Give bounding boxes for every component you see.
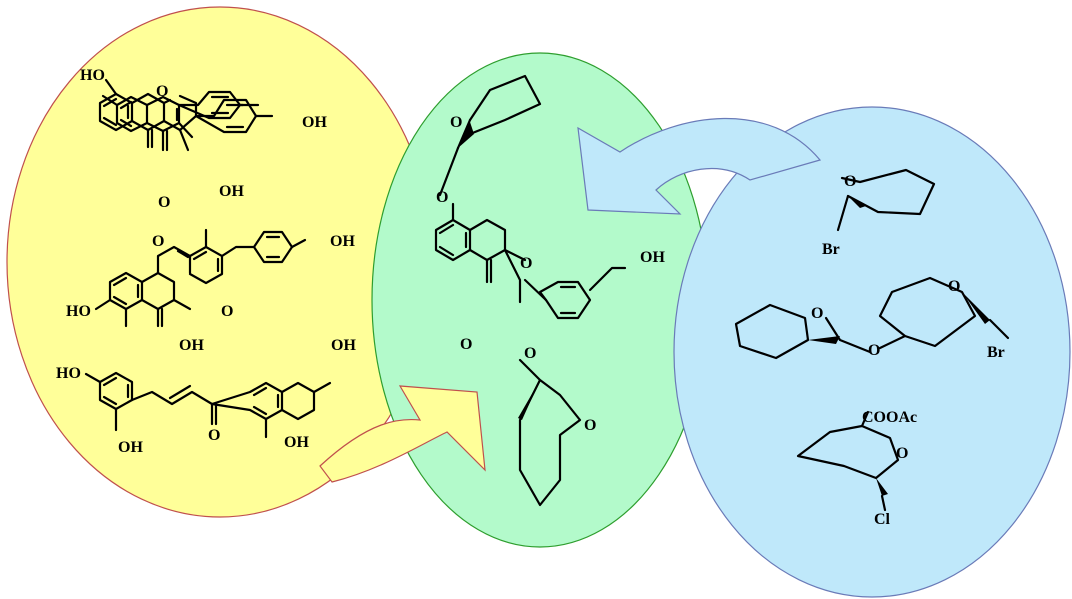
isoflavone-molecule: O OH HO O OH	[66, 228, 355, 354]
atom-label: Br	[822, 241, 840, 258]
atom-label: O	[208, 427, 220, 444]
atom-label: Cl	[874, 511, 891, 528]
atom-label: O	[868, 342, 880, 359]
chalcone-molecule: HO OH O OH OH	[56, 337, 356, 456]
atom-label: O	[584, 417, 596, 434]
glucuronyl-chloride: COOAc O Cl	[796, 409, 917, 528]
atom-label: O	[158, 194, 170, 211]
flavonol-molecule: HO O OH O OH	[80, 67, 327, 211]
atom-label: O	[436, 189, 448, 206]
atom-label: O	[450, 114, 462, 131]
atom-label: OH	[179, 337, 204, 354]
atom-label: O	[520, 255, 532, 272]
atom-label: O	[948, 278, 960, 295]
atom-label: OH	[330, 233, 355, 250]
glycosyl-bromide-1: O Br	[822, 168, 936, 258]
blue-ellipse	[673, 106, 1071, 598]
atom-label: HO	[66, 303, 91, 320]
atom-label: OH	[302, 114, 327, 131]
atom-label: COOAc	[862, 409, 917, 426]
atom-label: O	[811, 305, 823, 322]
flavonol-skeleton	[98, 78, 274, 152]
atom-label: OH	[284, 434, 309, 451]
blue-arrow	[577, 117, 822, 215]
atom-label: O	[460, 336, 472, 353]
atom-label: Br	[987, 344, 1005, 361]
atom-label: O	[844, 173, 856, 190]
disaccharide-bromide: O O O Br	[734, 276, 1010, 361]
atom-label: HO	[80, 67, 105, 84]
atom-label: OH	[331, 337, 356, 354]
glycosylated-flavonol-molecule: O O O OH O O O	[434, 74, 665, 507]
atom-label: OH	[219, 183, 244, 200]
atom-label: OH	[118, 439, 143, 456]
atom-label: O	[221, 303, 233, 320]
atom-label: O	[896, 445, 908, 462]
atom-label: O	[524, 345, 536, 362]
green-ellipse	[371, 52, 709, 548]
atom-label: O	[156, 83, 168, 100]
yellow-arrow	[319, 385, 486, 483]
atom-label: OH	[640, 249, 665, 266]
atom-label: O	[152, 233, 164, 250]
atom-label: HO	[56, 365, 81, 382]
